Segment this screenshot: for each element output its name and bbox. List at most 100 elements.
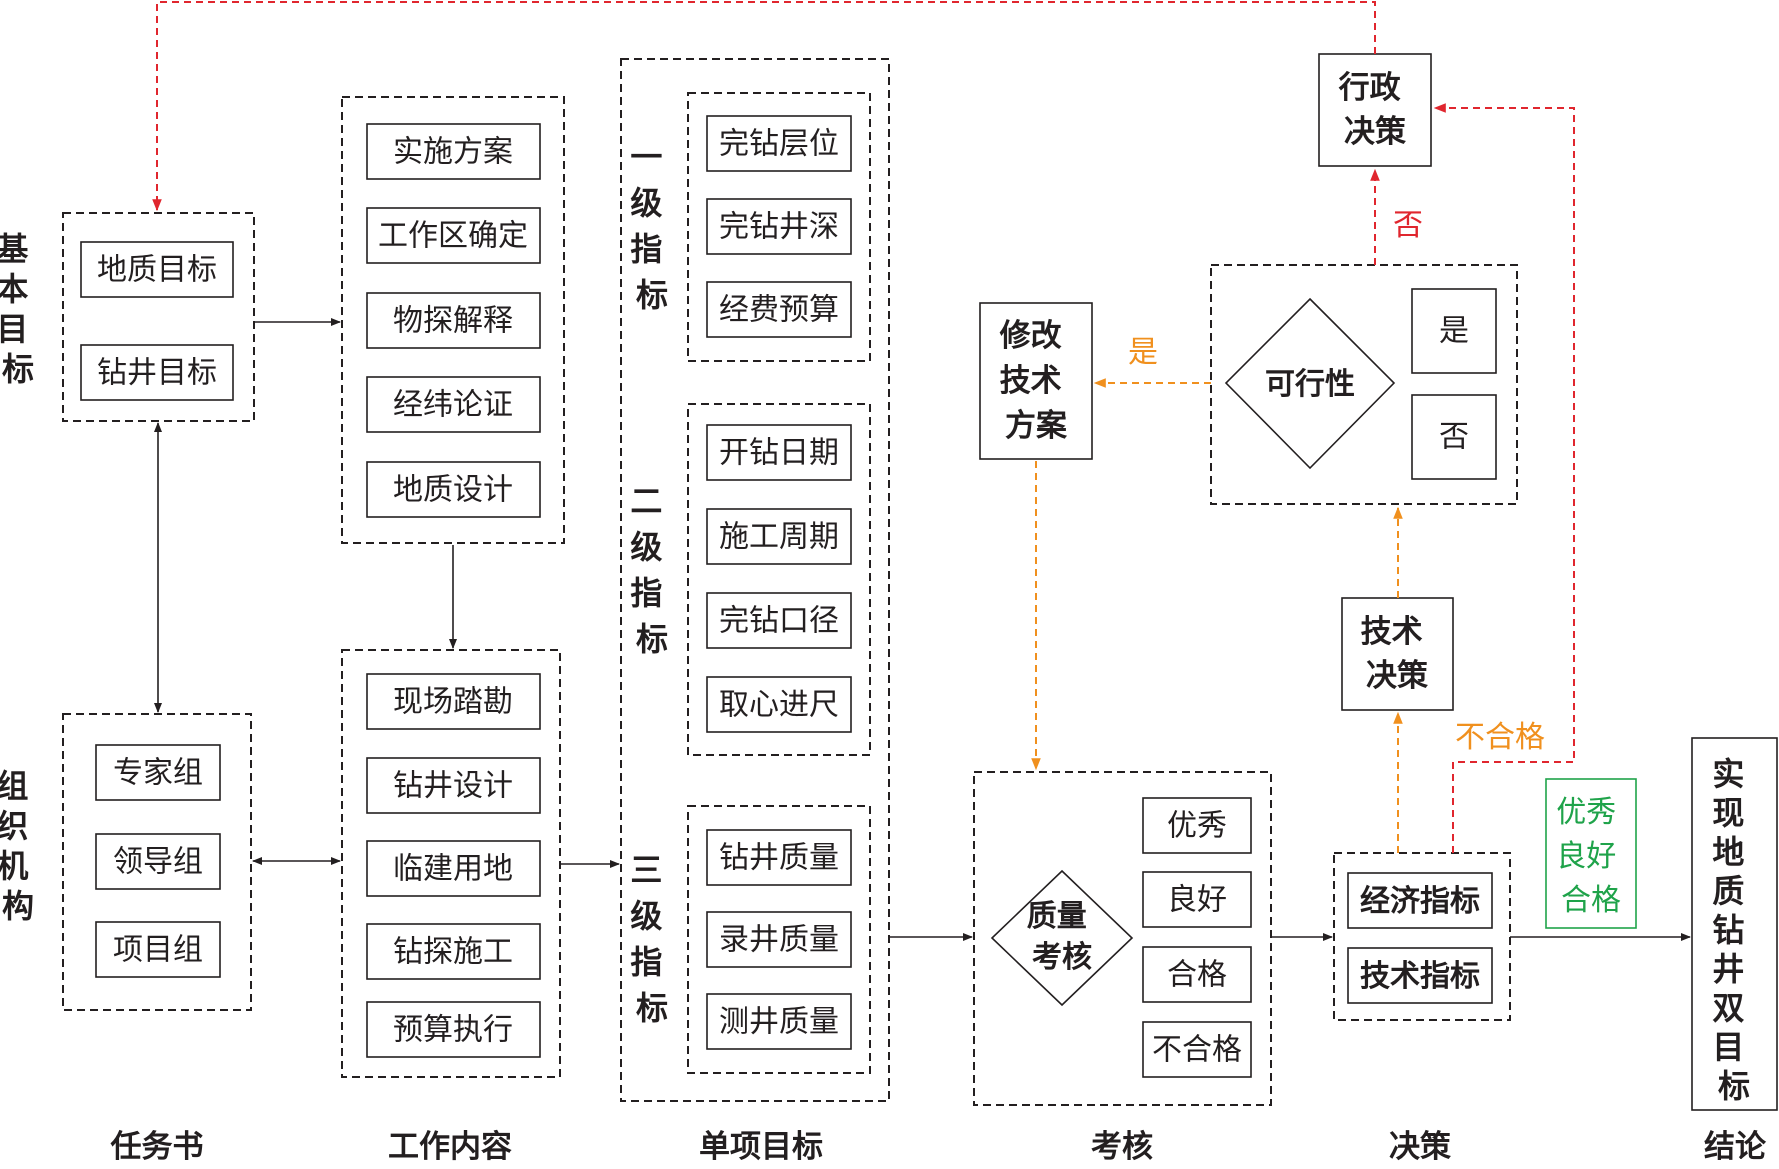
indicator-box	[706, 993, 852, 1050]
tech-decision-label: 技术 决策	[1361, 614, 1434, 694]
column-label-task-book: 任务书	[110, 1129, 204, 1165]
project-group-label: 项目组	[113, 933, 203, 968]
level3-items-group	[687, 805, 871, 1074]
work-item-label: 地质设计	[393, 473, 513, 508]
indicator-box	[706, 911, 852, 968]
level1-items-group	[687, 92, 871, 362]
leadership-group-box	[95, 833, 221, 890]
decision-metrics-group	[1333, 852, 1511, 1021]
modify-plan-label: 修改 技术 方案	[999, 318, 1073, 444]
work-item-label: 工作区确定	[378, 219, 528, 254]
indicator-label: 经费预算	[719, 293, 839, 328]
column-label-indicators: 单项目标	[699, 1129, 823, 1165]
indicator-box	[706, 592, 852, 649]
work-item-box	[366, 840, 541, 897]
leadership-group-label: 领导组	[113, 845, 203, 880]
grade-box	[1142, 871, 1252, 928]
work-item-box	[366, 123, 541, 180]
work-item-box	[366, 757, 541, 814]
level2-items-group	[687, 403, 871, 756]
expert-group-box	[95, 744, 221, 801]
level2-label: 二 级 指 标	[630, 482, 673, 658]
economic-metric-label: 经济指标	[1360, 884, 1480, 919]
level3-label: 三 级 指 标	[630, 851, 673, 1027]
pass-grades-label: 优秀 良好 合格	[1556, 795, 1626, 918]
indicator-label: 测井质量	[719, 1005, 839, 1040]
indicator-box	[706, 198, 852, 255]
edge-no-label: 否	[1393, 208, 1423, 243]
work-item-label: 预算执行	[393, 1013, 513, 1048]
indicator-box	[706, 424, 852, 481]
indicator-label: 完钻井深	[719, 210, 839, 245]
indicator-box	[706, 829, 852, 886]
basic-targets-label: 基 本 目 标	[0, 230, 40, 388]
column-label-work-content: 工作内容	[388, 1129, 512, 1165]
indicator-label: 施工周期	[719, 520, 839, 555]
assessment-group	[973, 771, 1272, 1106]
grade-label: 良好	[1167, 883, 1227, 918]
work-item-box	[366, 207, 541, 264]
indicators-group	[620, 58, 890, 1102]
edge-fail-label: 不合格	[1455, 720, 1545, 755]
grade-box	[1142, 1021, 1252, 1078]
work-item-label: 物探解释	[393, 304, 513, 339]
grade-box	[1142, 946, 1252, 1003]
indicator-box	[706, 508, 852, 565]
indicator-label: 开钻日期	[719, 436, 839, 471]
work-item-label: 钻井设计	[393, 769, 513, 804]
work-item-box	[366, 923, 541, 980]
organization-label: 组 织 机 构	[0, 767, 40, 925]
indicator-box	[706, 676, 852, 733]
work-item-label: 实施方案	[393, 135, 513, 170]
modify-plan-box	[979, 302, 1093, 460]
feasibility-no-box	[1411, 394, 1497, 480]
economic-metric-box	[1347, 872, 1493, 929]
indicator-box	[706, 281, 852, 338]
work-item-box	[366, 1001, 541, 1058]
feasibility-label: 可行性	[1265, 367, 1355, 402]
column-label-conclusion: 结论	[1704, 1129, 1767, 1165]
feasibility-yes-box	[1411, 288, 1497, 374]
project-group-box	[95, 921, 221, 978]
indicator-label: 取心进尺	[719, 688, 839, 723]
quality-check-diamond	[990, 869, 1134, 1007]
work-item-box	[366, 673, 541, 730]
drilling-target-box	[80, 344, 234, 401]
column-label-decision: 决策	[1389, 1129, 1451, 1165]
expert-group-label: 专家组	[113, 756, 203, 791]
level1-label: 一 级 指 标	[630, 138, 673, 314]
grade-label: 合格	[1167, 958, 1227, 993]
indicator-label: 录井质量	[719, 923, 839, 958]
column-label-assessment: 考核	[1091, 1129, 1153, 1165]
organization-group	[62, 713, 252, 1011]
pass-grades-box	[1545, 778, 1637, 929]
arrow-admin-to-targets	[152, 1, 1376, 212]
technical-metric-label: 技术指标	[1360, 959, 1480, 994]
feasibility-no-label: 否	[1439, 420, 1469, 455]
geology-target-box	[80, 241, 234, 298]
grade-label: 不合格	[1152, 1033, 1242, 1068]
basic-targets-group	[62, 212, 255, 422]
work-item-box	[366, 292, 541, 349]
conclusion-box	[1691, 737, 1778, 1111]
indicator-box	[706, 115, 852, 172]
work-item-label: 经纬论证	[393, 388, 513, 423]
feasibility-yes-label: 是	[1439, 314, 1469, 349]
work-item-box	[366, 376, 541, 433]
work-item-box	[366, 461, 541, 518]
edge-yes-label: 是	[1128, 335, 1158, 370]
indicator-label: 钻井质量	[719, 841, 839, 876]
work-item-label: 临建用地	[393, 852, 513, 887]
work-item-label: 钻探施工	[393, 935, 513, 970]
feasibility-diamond	[1224, 297, 1396, 470]
technical-metric-box	[1347, 947, 1493, 1004]
indicator-label: 完钻口径	[719, 604, 839, 639]
work-item-label: 现场踏勘	[393, 685, 513, 720]
arrow-fail-to-admin	[1433, 103, 1575, 853]
grade-label: 优秀	[1167, 809, 1227, 844]
geology-target-label: 地质目标	[97, 253, 217, 288]
admin-decision-label: 行政 决策	[1338, 70, 1412, 150]
grade-box	[1142, 797, 1252, 854]
drilling-target-label: 钻井目标	[97, 356, 217, 391]
